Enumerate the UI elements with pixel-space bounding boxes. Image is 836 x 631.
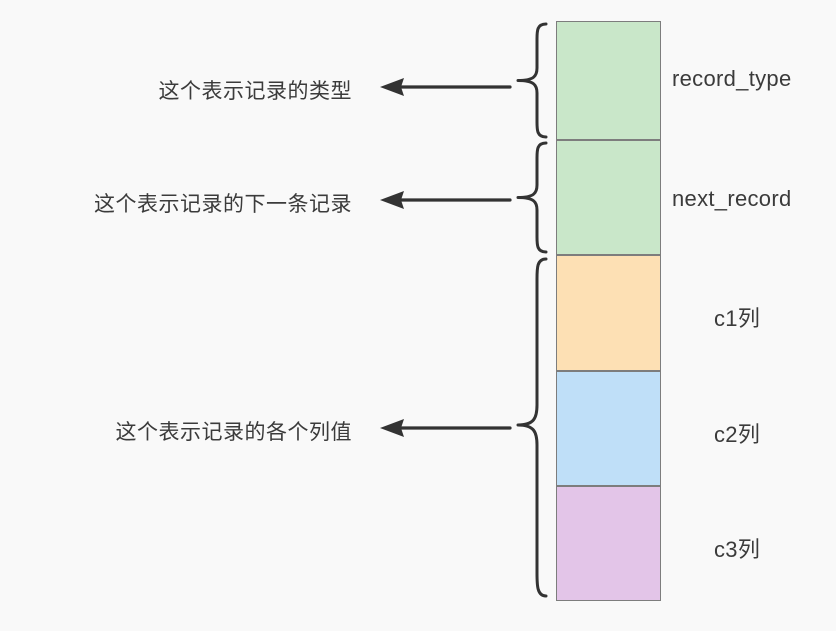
curly-brace-next-record bbox=[516, 141, 548, 254]
arrow-icon-record-type bbox=[380, 78, 512, 96]
arrow-icon-column-values bbox=[380, 419, 512, 437]
record-block-column bbox=[556, 21, 661, 601]
annotation-label-record-type: 这个表示记录的类型 bbox=[158, 80, 352, 103]
annotation-label-next-record: 这个表示记录的下一条记录 bbox=[94, 193, 352, 216]
field-label-c1: c1列 bbox=[714, 306, 761, 331]
record-segment-c1 bbox=[556, 255, 661, 371]
record-segment-record-type bbox=[556, 21, 661, 140]
field-label-c2: c2列 bbox=[714, 422, 761, 447]
field-label-next-record: next_record bbox=[672, 186, 792, 211]
annotation-label-column-values: 这个表示记录的各个列值 bbox=[115, 421, 352, 444]
record-segment-next-record bbox=[556, 140, 661, 255]
record-segment-c3 bbox=[556, 486, 661, 601]
curly-brace-record-type bbox=[516, 22, 548, 139]
curly-brace-column-values bbox=[516, 257, 548, 598]
arrow-icon-next-record bbox=[380, 191, 512, 209]
field-label-record-type: record_type bbox=[672, 66, 792, 91]
field-label-c3: c3列 bbox=[714, 537, 761, 562]
record-segment-c2 bbox=[556, 371, 661, 486]
